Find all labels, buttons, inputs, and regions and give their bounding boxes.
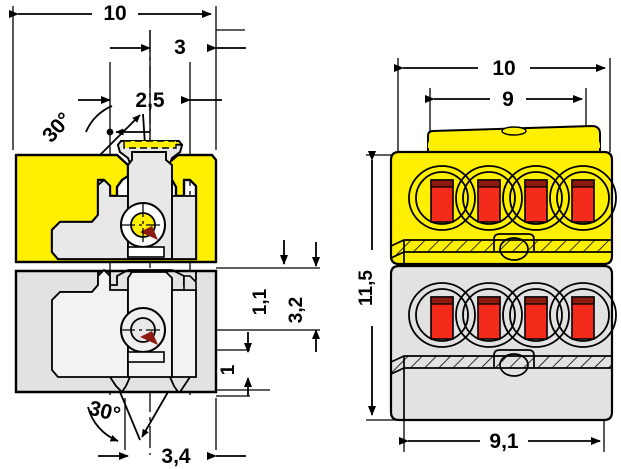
dim-label-3-4: 3,4 — [161, 445, 191, 468]
terminal-port-1 — [408, 165, 476, 231]
angle-bottom-30: 30° — [86, 391, 169, 442]
dim-label-3-2: 3,2 — [286, 297, 307, 323]
front-upper-block — [389, 124, 617, 266]
lower-gray-body — [14, 268, 218, 394]
dim-offset-3: 3 — [110, 36, 246, 59]
dim-total-3-2: 3,2 — [286, 242, 320, 352]
front-lower-terminals — [408, 282, 617, 348]
dim-label-1-1: 1,1 — [250, 288, 271, 315]
dim-label-2-5: 2,5 — [135, 89, 165, 112]
dim-label-1: 1 — [218, 364, 239, 375]
terminal-port-2 — [455, 165, 523, 231]
dim-label-9: 9 — [502, 88, 514, 111]
front-lower-block — [389, 264, 617, 422]
upper-yellow-body — [14, 140, 218, 264]
dim-label-10-left: 10 — [103, 2, 126, 25]
angle-label-bottom-30: 30° — [86, 397, 122, 427]
terminal-port-6 — [455, 282, 523, 348]
terminal-port-3 — [502, 165, 570, 231]
dim-step-1-1: 1,1 — [250, 240, 288, 315]
angle-label-top-30: 30° — [38, 108, 76, 147]
dim-label-10-right: 10 — [492, 57, 515, 80]
dim-overall-width-10: 10 — [9, 0, 212, 26]
dim-front-base-9-1: 9,1 — [399, 427, 601, 453]
dim-front-inner-9: 9 — [425, 85, 583, 111]
dim-label-9-1: 9,1 — [489, 430, 519, 453]
dim-step-1: 1 — [218, 332, 252, 396]
terminal-port-7 — [502, 282, 570, 348]
terminal-port-5 — [408, 282, 476, 348]
dim-front-height-11-5: 11,5 — [356, 151, 386, 416]
terminal-port-4 — [549, 165, 617, 231]
front-upper-terminals — [408, 165, 617, 231]
dim-label-3: 3 — [174, 36, 186, 59]
front-view-group: 10 9 11,5 9,1 — [356, 54, 617, 453]
terminal-port-8 — [549, 282, 617, 348]
dim-center-25: 2,5 — [78, 89, 222, 112]
section-view-group: 10 3 2,5 — [9, 0, 320, 468]
dim-front-width-10: 10 — [394, 54, 606, 80]
dim-label-11-5: 11,5 — [356, 270, 377, 306]
dim-bottom-34: 3,4 — [98, 445, 246, 468]
